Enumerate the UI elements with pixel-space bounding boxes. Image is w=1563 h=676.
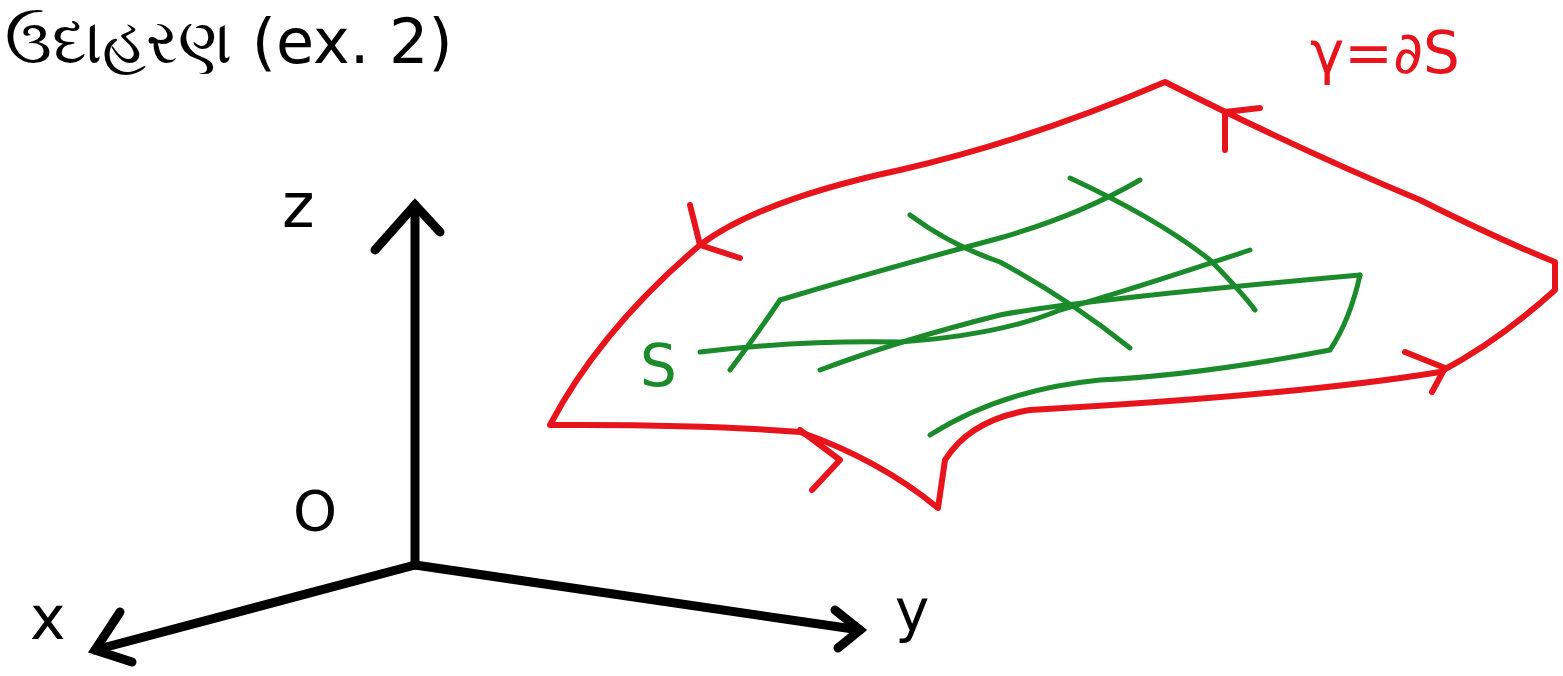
surface-label: S <box>640 335 677 399</box>
origin-label: O <box>293 480 337 542</box>
axis-label: x <box>30 585 66 651</box>
heading-text: ઉદાહરણ (ex. 2) <box>5 8 453 76</box>
axis-label: y <box>895 580 929 644</box>
boundary-label: γ=∂S <box>1310 22 1460 86</box>
surface-grid <box>700 178 1360 435</box>
coordinate-axes <box>95 205 860 662</box>
axis-label: z <box>282 172 315 240</box>
boundary-curve <box>550 82 1555 508</box>
